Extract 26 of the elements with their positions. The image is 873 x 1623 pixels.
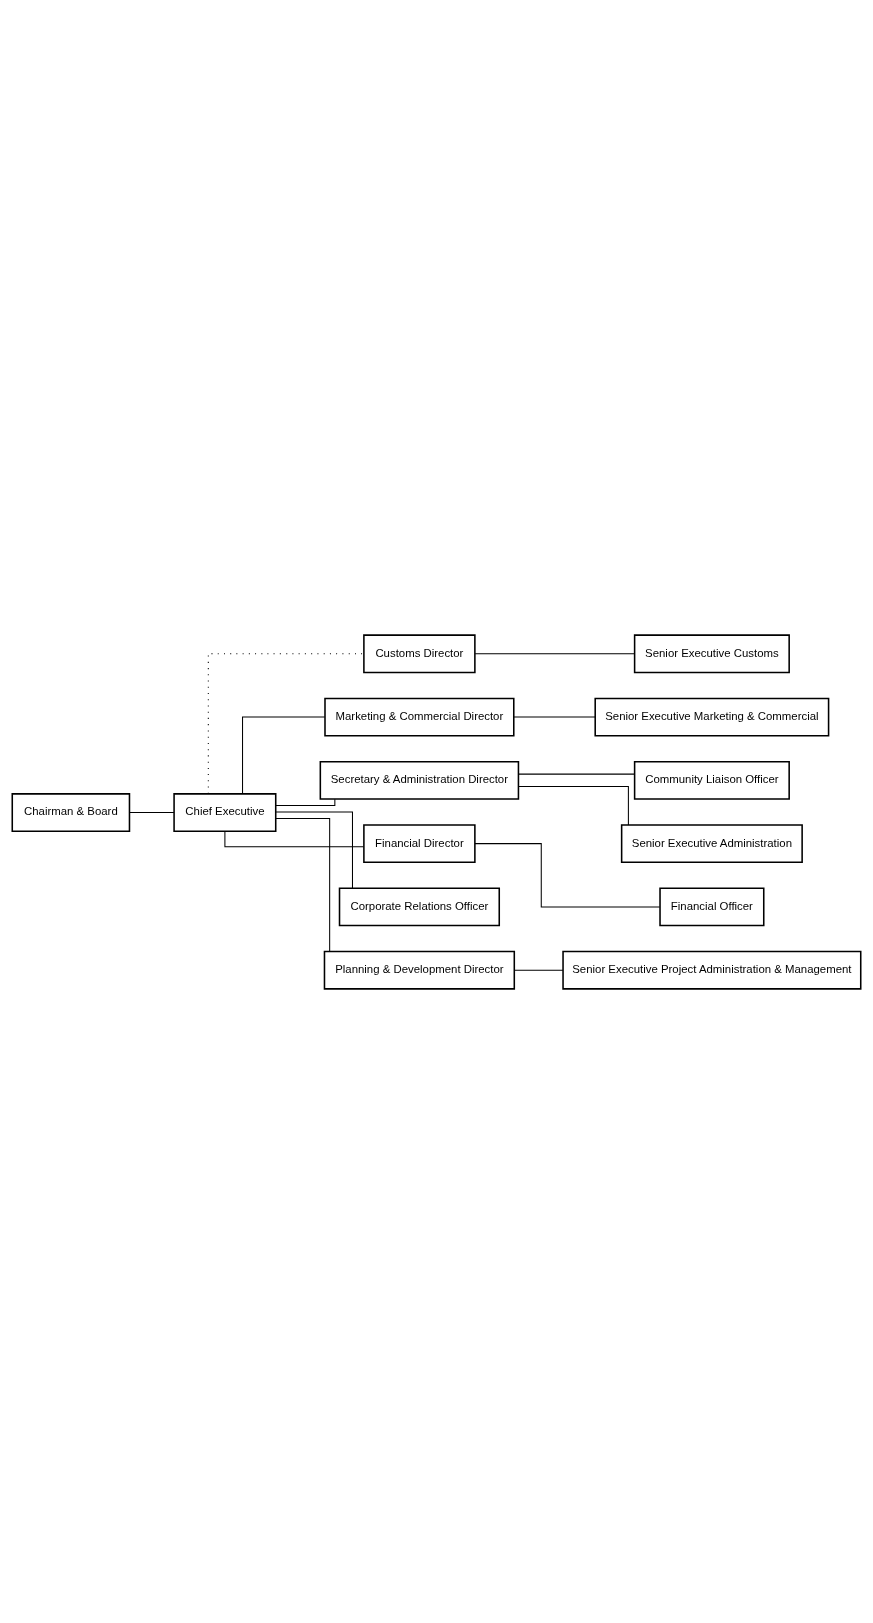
connector: [129, 811, 175, 813]
connector: [474, 842, 661, 907]
node-box: Senior Executive Marketing & Commercial: [594, 697, 830, 737]
connector: [207, 652, 365, 794]
node-box: Financial Director: [363, 823, 476, 863]
connector: [518, 785, 629, 825]
connector: [474, 652, 636, 654]
node-box: Financial Officer: [659, 886, 765, 926]
node-box: Community Liaison Officer: [633, 760, 790, 800]
node-box: Corporate Relations Officer: [338, 886, 501, 926]
node-box: Senior Executive Project Administration & Management: [562, 950, 862, 990]
connector: [513, 716, 596, 718]
node-box: Marketing & Commercial Director: [324, 697, 515, 737]
connector: [275, 798, 336, 806]
node-box: Planning & Development Director: [323, 950, 516, 990]
node-box: Secretary & Administration Director: [319, 760, 520, 800]
connector: [513, 969, 564, 971]
node-box: Chief Executive: [173, 792, 277, 832]
connector: [518, 773, 635, 775]
connector: [275, 817, 331, 952]
node-box: Customs Director: [363, 633, 476, 673]
node-box: Senior Executive Customs: [633, 633, 790, 673]
connector: [275, 811, 353, 889]
node-box: Chairman & Board: [11, 792, 131, 832]
node-box: Senior Executive Administration: [620, 823, 803, 863]
connector: [242, 716, 326, 794]
